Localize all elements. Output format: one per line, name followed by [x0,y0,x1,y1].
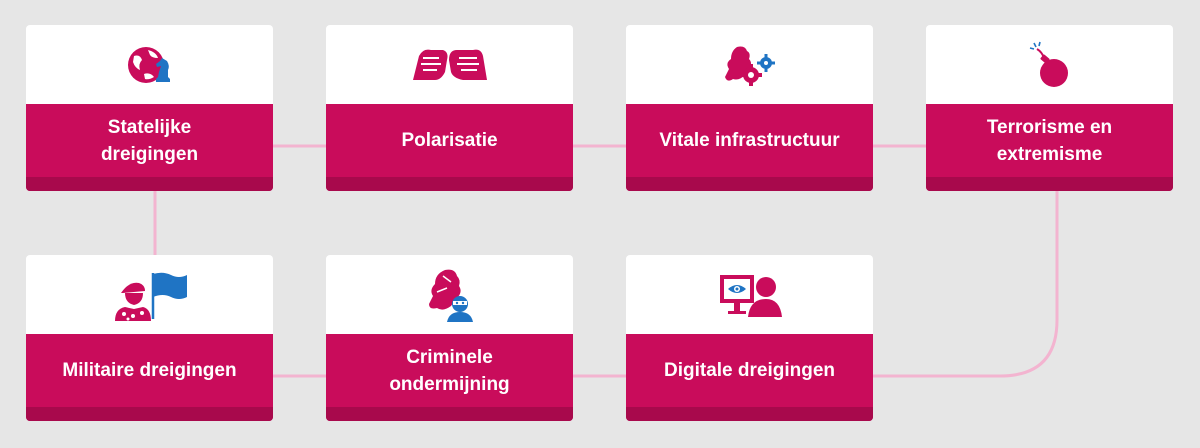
card-label: Criminele ondermijning [326,334,573,421]
netherlands-gears-icon [721,43,779,87]
netherlands-masked-person-icon [427,268,473,322]
monitor-eye-person-icon [718,273,782,317]
card-polarisatie: Polarisatie [326,25,573,191]
card-title: Terrorisme en extremisme [986,116,1113,165]
soldier-flag-icon [111,269,189,321]
card-title: Polarisatie [401,130,498,151]
card-digitale-dreigingen: Digitale dreigingen [626,255,873,421]
card-label: Polarisatie [326,104,573,191]
card-title: Digitale dreigingen [663,360,836,381]
clenched-fists-icon [409,42,491,88]
card-label: Vitale infrastructuur [626,104,873,191]
card-label: Militaire dreigingen [26,334,273,421]
card-label: Terrorisme en extremisme [926,104,1173,191]
bomb-icon [1028,40,1072,90]
card-label: Digitale dreigingen [626,334,873,421]
card-statelijke-dreigingen: Statelijke dreigingen [26,25,273,191]
card-title: Criminele ondermijning [389,346,510,395]
card-title: Militaire dreigingen [62,360,237,381]
card-terrorisme-en-extremisme: Terrorisme en extremisme [926,25,1173,191]
connector-digitale-terrorisme [873,191,1059,378]
card-criminele-ondermijning: Criminele ondermijning [326,255,573,421]
card-militaire-dreigingen: Militaire dreigingen [26,255,273,421]
card-label: Statelijke dreigingen [26,104,273,191]
globe-chess-knight-icon [126,44,174,86]
card-title: Statelijke dreigingen [100,116,199,165]
card-title: Vitale infrastructuur [659,130,840,151]
card-vitale-infrastructuur: Vitale infrastructuur [626,25,873,191]
